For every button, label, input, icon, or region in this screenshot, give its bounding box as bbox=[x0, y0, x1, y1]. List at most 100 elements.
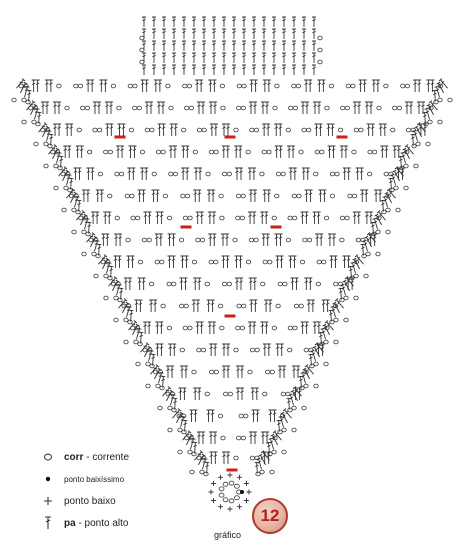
double-crochet-stitch bbox=[155, 211, 160, 224]
double-crochet-stitch bbox=[161, 375, 166, 388]
double-crochet-stitch bbox=[212, 16, 216, 27]
double-crochet-stitch bbox=[27, 89, 32, 102]
chain-stitch bbox=[171, 281, 177, 287]
double-crochet-stitch bbox=[330, 123, 335, 136]
double-crochet-stitch bbox=[127, 167, 132, 180]
double-crochet-stitch bbox=[318, 189, 323, 202]
chain-stitch bbox=[103, 149, 109, 155]
double-crochet-stitch bbox=[202, 40, 206, 51]
double-crochet-stitch bbox=[272, 40, 276, 51]
double-crochet-stitch bbox=[198, 167, 203, 180]
double-crochet-stitch bbox=[422, 123, 427, 136]
chain-stitch bbox=[166, 215, 173, 221]
double-crochet-stitch bbox=[275, 343, 280, 356]
double-crochet-stitch bbox=[172, 343, 177, 356]
chain-stitch bbox=[385, 229, 391, 235]
chain-stitch bbox=[151, 171, 157, 177]
double-crochet-stitch bbox=[127, 277, 132, 290]
double-crochet-stitch bbox=[81, 189, 86, 202]
double-crochet-stitch bbox=[312, 40, 316, 51]
chain-stitch bbox=[223, 391, 229, 397]
double-crochet-stitch bbox=[132, 145, 137, 158]
chain-stitch bbox=[85, 231, 91, 237]
chain-stitch bbox=[277, 281, 283, 287]
double-crochet-stitch bbox=[304, 321, 309, 334]
double-crochet-stitch bbox=[252, 28, 256, 39]
legend-chain-abbr: corr bbox=[64, 451, 84, 463]
double-crochet-stitch bbox=[292, 40, 296, 51]
double-crochet-stitch bbox=[369, 101, 373, 114]
double-crochet-stitch bbox=[261, 101, 265, 114]
chain-stitch bbox=[333, 317, 339, 323]
double-crochet-stitch bbox=[331, 233, 336, 246]
double-crochet-stitch bbox=[301, 101, 305, 114]
chart-caption: gráfico bbox=[214, 530, 242, 540]
chain-stitch bbox=[291, 427, 297, 433]
chain-stitch bbox=[199, 469, 205, 475]
double-crochet-stitch bbox=[279, 343, 284, 356]
double-crochet-stitch bbox=[251, 167, 256, 180]
double-crochet-stitch bbox=[300, 211, 305, 224]
chain-stitch bbox=[160, 303, 166, 309]
double-crochet-stitch bbox=[342, 279, 350, 292]
double-crochet-stitch bbox=[201, 431, 205, 444]
double-crochet-stitch bbox=[292, 16, 296, 27]
double-crochet-stitch bbox=[342, 255, 347, 268]
chain-stitch bbox=[383, 171, 389, 177]
chain-stitch bbox=[308, 347, 314, 353]
chain-stitch bbox=[347, 193, 353, 199]
chain-stitch bbox=[293, 303, 300, 309]
double-crochet-stitch bbox=[172, 28, 176, 39]
double-crochet-stitch bbox=[292, 52, 296, 63]
double-crochet-stitch bbox=[151, 353, 156, 366]
double-crochet-stitch bbox=[265, 431, 269, 444]
double-crochet-stitch bbox=[360, 189, 365, 202]
double-crochet-stitch bbox=[99, 189, 104, 202]
chain-stitch bbox=[241, 83, 247, 89]
single-crochet-stitch bbox=[237, 474, 242, 480]
chain-stitch bbox=[227, 391, 233, 397]
chain-stitch bbox=[236, 193, 242, 199]
double-crochet-stitch bbox=[371, 79, 376, 92]
chain-stitch bbox=[271, 449, 277, 455]
double-crochet-stitch bbox=[103, 211, 108, 224]
chain-stitch bbox=[63, 185, 69, 191]
legend-row-double-crochet: pa - ponto alto bbox=[40, 512, 240, 534]
single-crochet-stitch bbox=[227, 472, 233, 478]
double-crochet-stitch bbox=[405, 101, 409, 114]
double-crochet-stitch bbox=[186, 433, 194, 446]
double-crochet-stitch bbox=[410, 133, 415, 146]
double-crochet-stitch bbox=[282, 40, 286, 51]
double-crochet-stitch bbox=[119, 287, 124, 300]
double-crochet-stitch bbox=[321, 79, 326, 92]
double-crochet-stitch bbox=[192, 40, 196, 51]
chain-stitch bbox=[222, 497, 229, 503]
chain-stitch bbox=[287, 347, 293, 353]
double-crochet-stitch bbox=[417, 101, 421, 114]
double-crochet-stitch bbox=[430, 79, 435, 92]
chain-stitch bbox=[129, 193, 135, 199]
chain-stitch bbox=[247, 369, 253, 375]
double-crochet-stitch bbox=[114, 233, 119, 246]
double-crochet-stitch bbox=[346, 167, 351, 180]
chain-stitch bbox=[33, 141, 39, 147]
double-crochet-stitch bbox=[248, 321, 253, 334]
double-crochet-stitch bbox=[76, 210, 86, 221]
double-crochet-stitch bbox=[232, 16, 236, 27]
double-crochet-stitch bbox=[308, 79, 313, 92]
chain-stitch bbox=[262, 391, 268, 397]
chain-stitch bbox=[43, 141, 49, 147]
chain-stitch bbox=[340, 105, 346, 111]
chain-stitch bbox=[353, 127, 359, 133]
double-crochet-stitch bbox=[162, 28, 166, 39]
chain-stitch bbox=[280, 391, 286, 397]
double-crochet-stitch bbox=[182, 387, 187, 400]
chain-stitch bbox=[376, 105, 382, 111]
chain-stitch bbox=[361, 253, 367, 259]
double-crochet-stitch bbox=[134, 299, 139, 312]
double-crochet-stitch bbox=[232, 52, 236, 63]
double-crochet-stitch bbox=[126, 305, 132, 318]
chain-stitch bbox=[199, 237, 206, 243]
double-crochet-stitch bbox=[180, 365, 184, 378]
